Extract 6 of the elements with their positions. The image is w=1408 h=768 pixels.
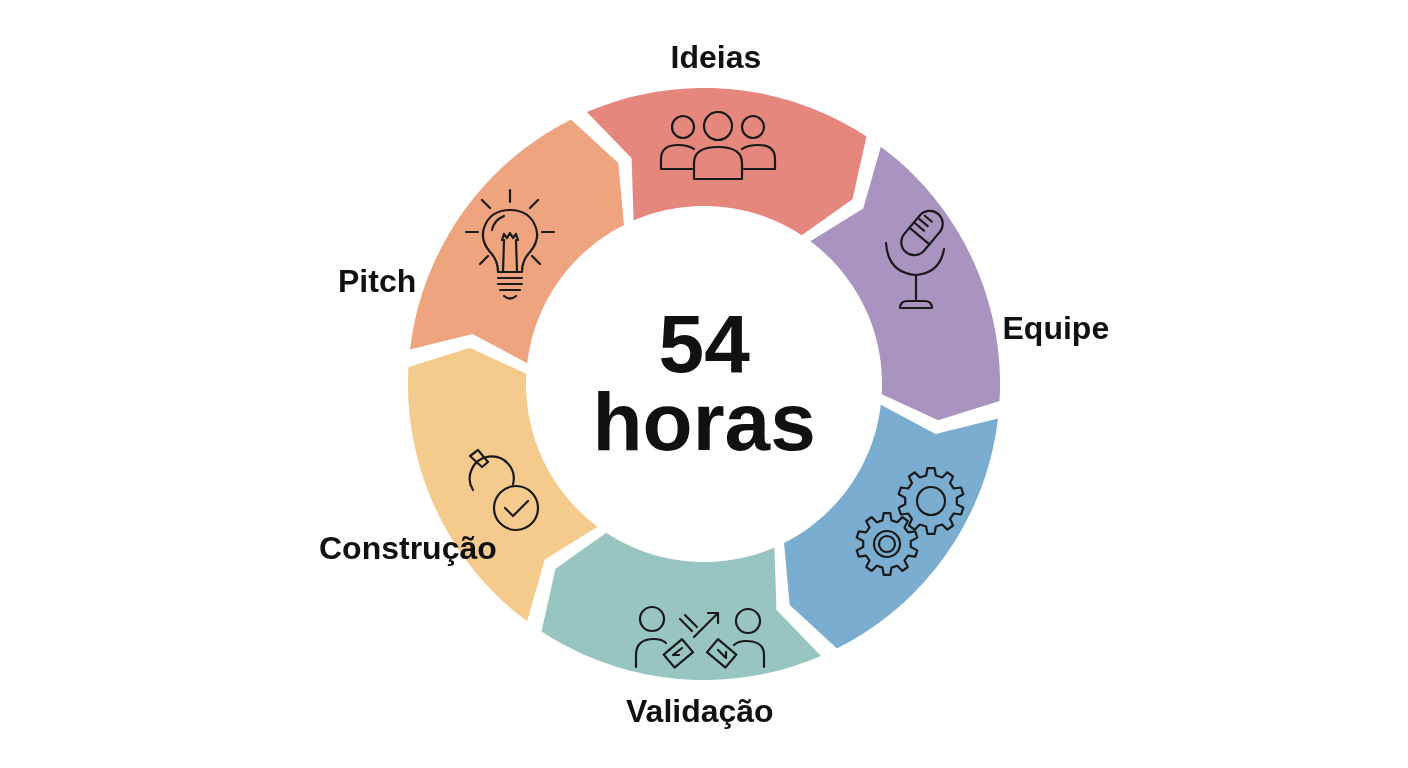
step-label: Ideias	[670, 38, 762, 76]
step-label: Construção	[319, 529, 497, 567]
center-heading: 54 horas	[592, 305, 816, 461]
step-label: Equipe	[1002, 309, 1110, 347]
step-label: Pitch	[338, 262, 417, 300]
step-label: Validação	[626, 692, 774, 730]
